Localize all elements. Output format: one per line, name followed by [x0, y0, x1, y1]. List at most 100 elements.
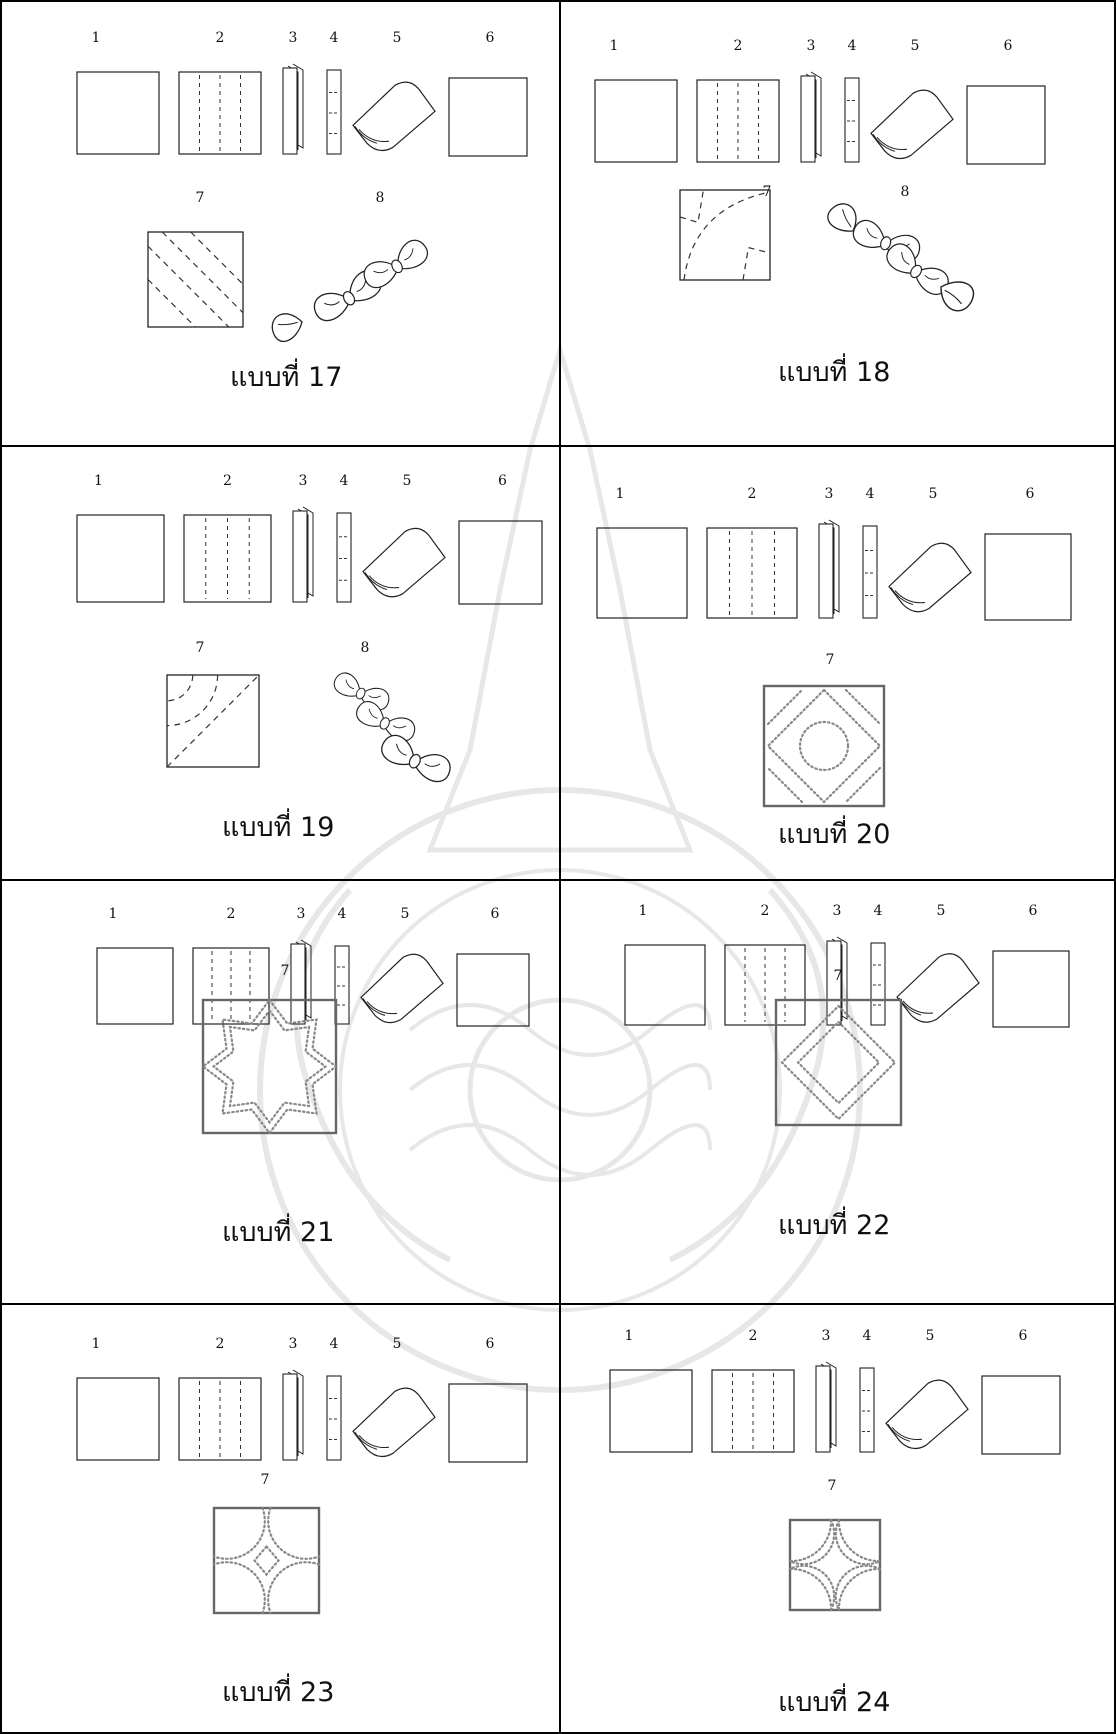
step-number-6: 6 [491, 906, 500, 922]
step-number-4: 4 [340, 473, 349, 489]
step-3-layers-icon [283, 64, 303, 154]
step-1-square-icon [610, 1370, 692, 1452]
step-5-rolled-icon [353, 82, 435, 150]
step-4-strip-icon [845, 78, 859, 162]
step-3-layers-icon [291, 940, 311, 1024]
step-3-layers-icon [283, 1370, 303, 1460]
step-number-2: 2 [749, 1328, 758, 1344]
step-number-6: 6 [486, 30, 495, 46]
step-number-2: 2 [223, 473, 232, 489]
step-number-4: 4 [866, 486, 875, 502]
step-number-5: 5 [937, 903, 946, 919]
step-number-7: 7 [196, 190, 205, 206]
step-1-square-icon [597, 528, 687, 618]
step-number-6: 6 [1026, 486, 1035, 502]
step-number-2: 2 [761, 903, 770, 919]
step-number-3: 3 [822, 1328, 831, 1344]
step-number-3: 3 [289, 30, 298, 46]
step-5-rolled-icon [897, 954, 979, 1022]
step-3-layers-icon [801, 72, 821, 162]
pattern-cell-p21: 1234567 [97, 906, 529, 1133]
pattern-caption: แบบที่ 19 [222, 805, 334, 848]
folded-napkin-figure-icon [267, 236, 432, 345]
step-number-7: 7 [826, 652, 835, 668]
step-1-square-icon [77, 1378, 159, 1460]
step-number-4: 4 [330, 1336, 339, 1352]
step-number-4: 4 [330, 30, 339, 46]
step-1-square-icon [595, 80, 677, 162]
step-4-strip-icon [327, 70, 341, 154]
step-number-5: 5 [911, 38, 920, 54]
step-3-layers-icon [819, 520, 839, 618]
step-number-3: 3 [289, 1336, 298, 1352]
step-number-1: 1 [625, 1328, 634, 1344]
final-fold-pattern-icon [148, 232, 243, 327]
step-5-rolled-icon [871, 90, 953, 158]
final-fold-pattern-icon [790, 1520, 880, 1610]
step-4-strip-icon [863, 526, 877, 618]
step-number-5: 5 [401, 906, 410, 922]
step-number-4: 4 [338, 906, 347, 922]
step-number-3: 3 [807, 38, 816, 54]
step-5-rolled-icon [361, 954, 443, 1022]
step-number-5: 5 [393, 1336, 402, 1352]
step-number-7: 7 [281, 963, 290, 979]
pattern-cell-p19: 12345678 [77, 473, 542, 786]
final-fold-pattern-icon [680, 190, 770, 280]
step-6-square-icon [982, 1376, 1060, 1454]
step-number-1: 1 [639, 903, 648, 919]
step-number-7: 7 [196, 640, 205, 656]
step-4-strip-icon [871, 943, 885, 1025]
final-fold-pattern-icon [167, 675, 259, 767]
step-6-square-icon [449, 78, 527, 156]
step-number-7: 7 [261, 1472, 270, 1488]
step-number-3: 3 [825, 486, 834, 502]
step-number-1: 1 [92, 1336, 101, 1352]
step-6-square-icon [449, 1384, 527, 1462]
step-number-4: 4 [848, 38, 857, 54]
step-number-1: 1 [92, 30, 101, 46]
folded-napkin-figure-icon [331, 670, 455, 786]
folding-steps: 123456 [97, 906, 529, 1026]
step-number-1: 1 [610, 38, 619, 54]
step-number-2: 2 [748, 486, 757, 502]
folding-steps: 123456 [77, 30, 527, 156]
step-number-4: 4 [874, 903, 883, 919]
step-1-square-icon [625, 945, 705, 1025]
step-3-layers-icon [816, 1362, 836, 1452]
step-number-6: 6 [498, 473, 507, 489]
step-5-rolled-icon [363, 528, 445, 596]
step-6-square-icon [985, 534, 1071, 620]
folded-napkin-figure-icon [824, 198, 976, 314]
pattern-caption: แบบที่ 20 [778, 812, 890, 855]
step-4-strip-icon [327, 1376, 341, 1460]
step-number-3: 3 [833, 903, 842, 919]
step-5-rolled-icon [353, 1388, 435, 1456]
pattern-caption: แบบที่ 23 [222, 1670, 334, 1713]
final-fold-pattern-icon [214, 1508, 319, 1613]
step-3-layers-icon [293, 507, 313, 602]
pattern-caption: แบบที่ 21 [222, 1210, 334, 1253]
step-5-rolled-icon [886, 1380, 968, 1448]
step-number-5: 5 [926, 1328, 935, 1344]
step-number-2: 2 [216, 30, 225, 46]
step-6-square-icon [993, 951, 1069, 1027]
step-1-square-icon [97, 948, 173, 1024]
step-number-1: 1 [94, 473, 103, 489]
step-6-square-icon [457, 954, 529, 1026]
step-number-7: 7 [834, 968, 843, 984]
pattern-caption: แบบที่ 18 [778, 350, 890, 393]
step-number-6: 6 [486, 1336, 495, 1352]
pattern-caption: แบบที่ 22 [778, 1203, 890, 1246]
step-number-3: 3 [297, 906, 306, 922]
step-number-6: 6 [1004, 38, 1013, 54]
